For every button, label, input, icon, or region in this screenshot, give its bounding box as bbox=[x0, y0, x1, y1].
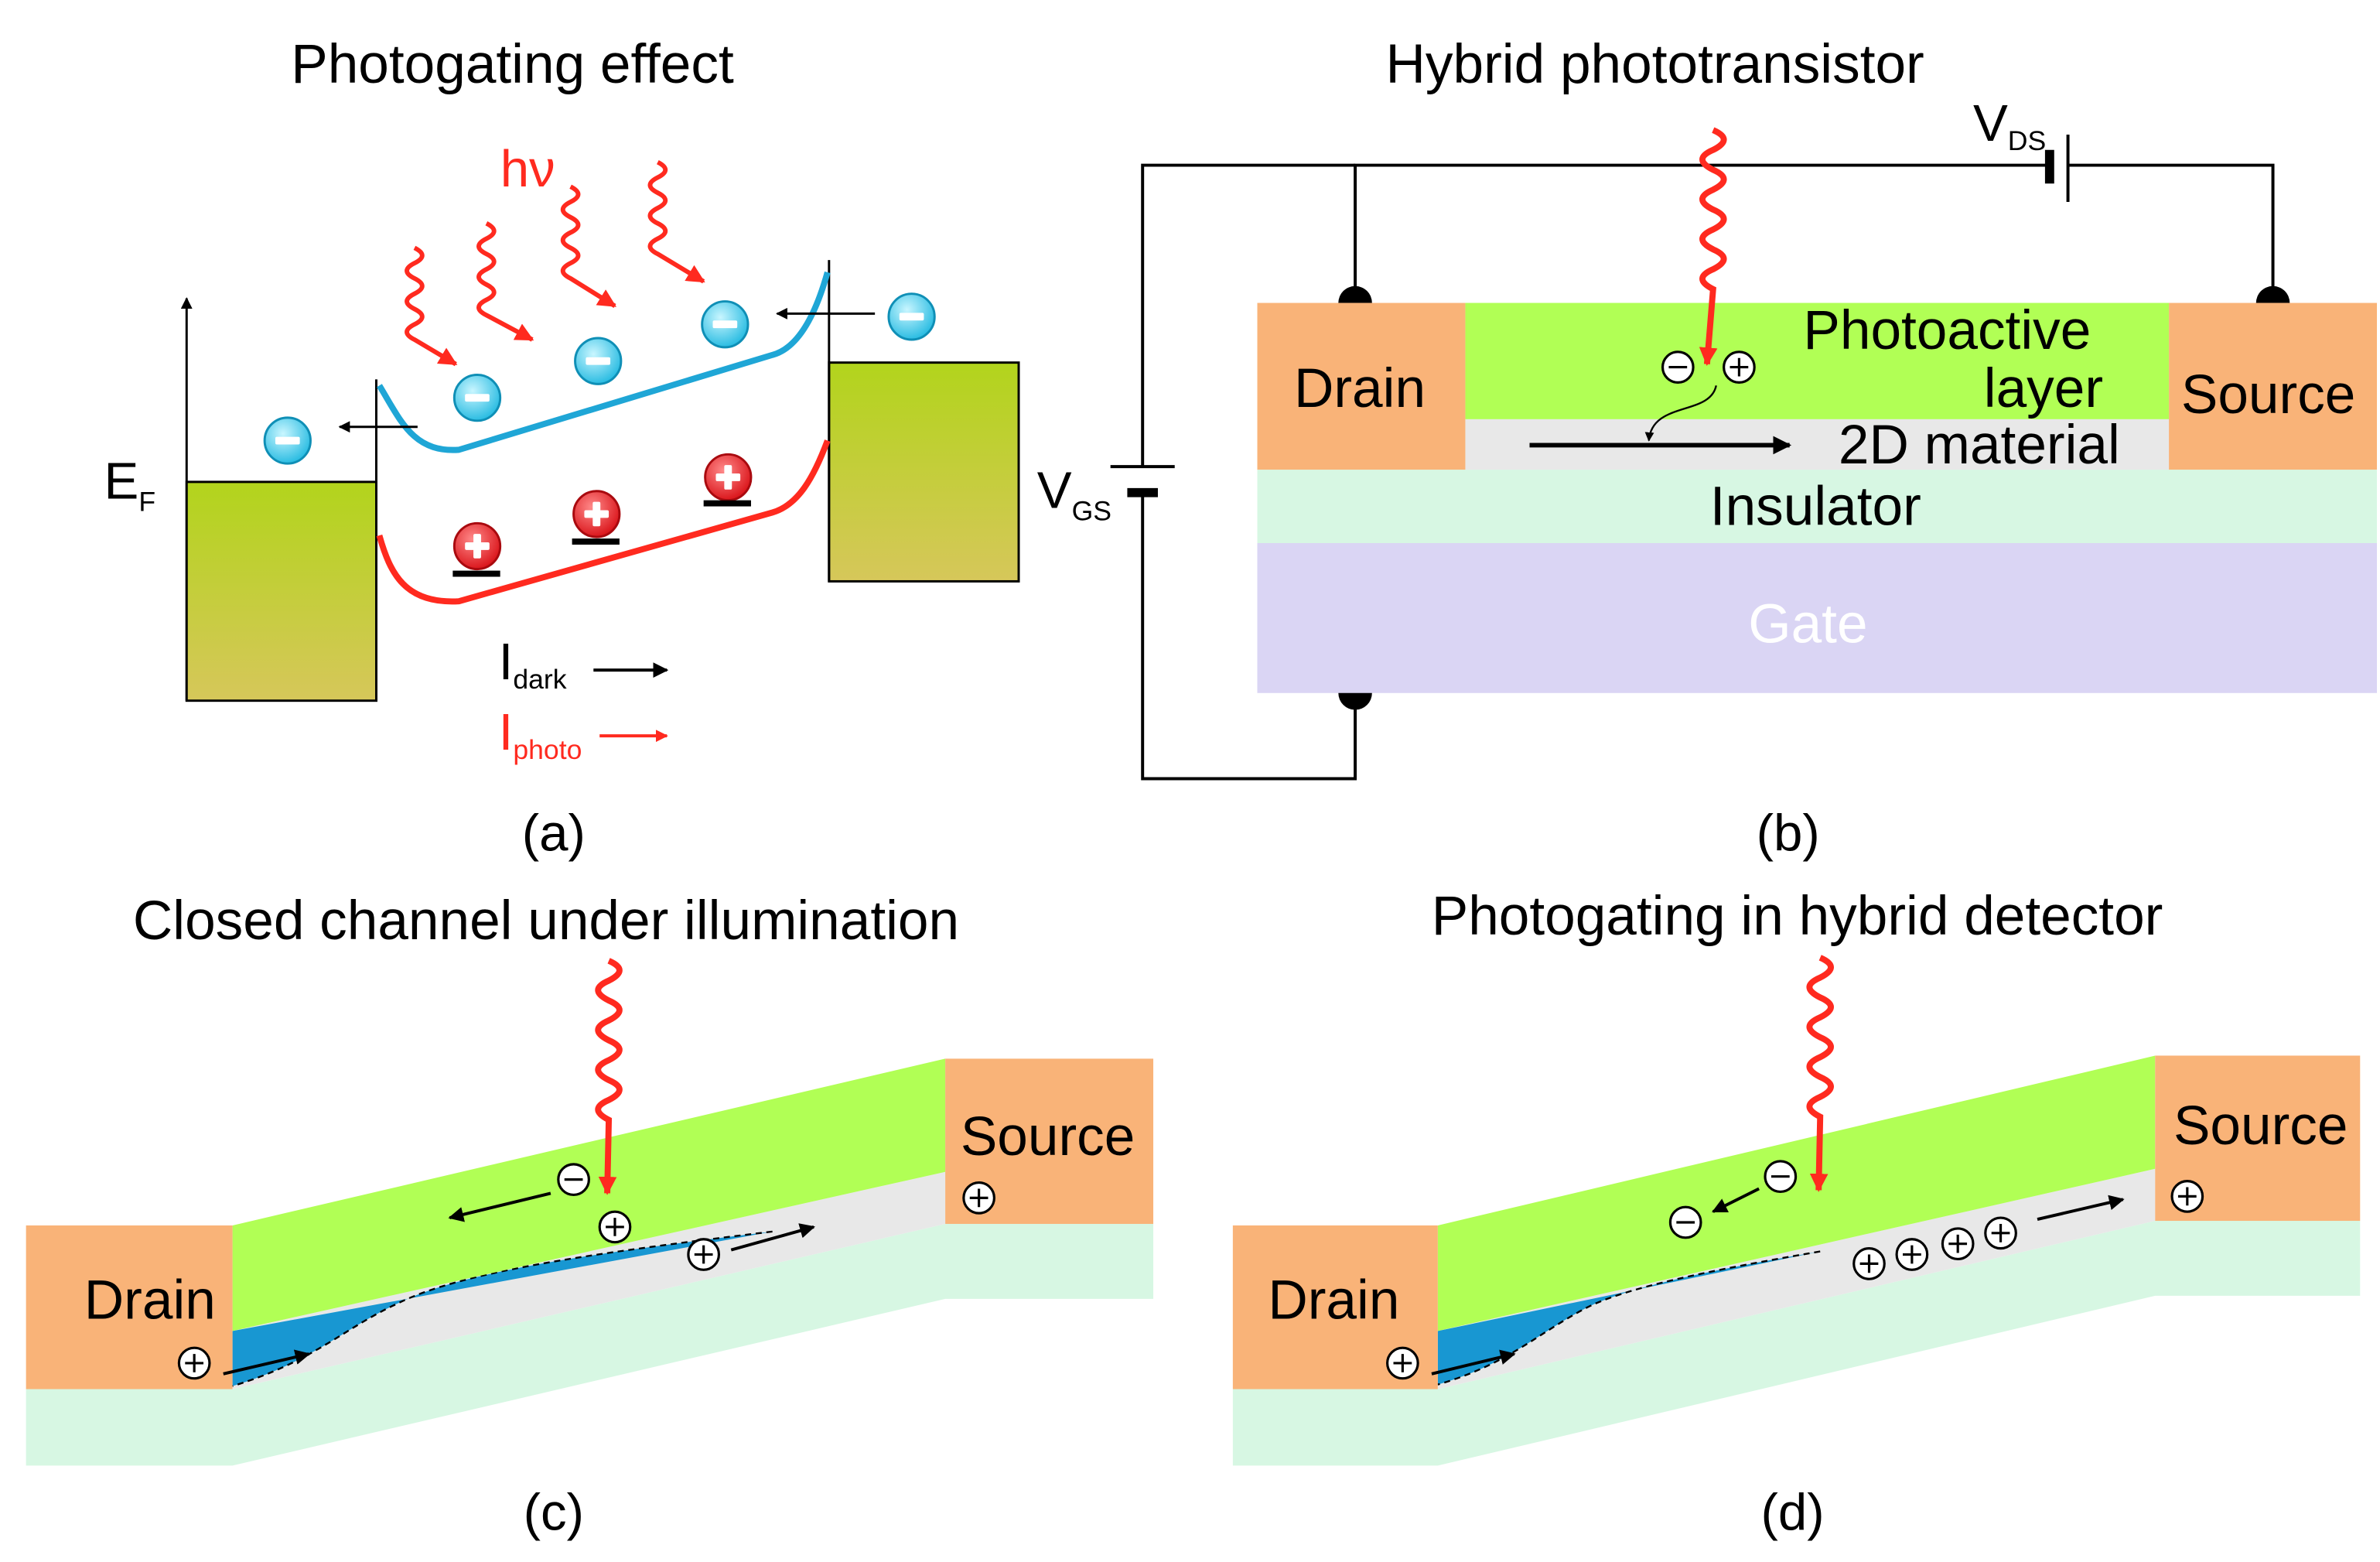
drain-node bbox=[1338, 285, 1372, 303]
source-label: Source bbox=[961, 1106, 1135, 1167]
drain-label: Drain bbox=[84, 1270, 216, 1331]
channel-layer bbox=[1437, 1168, 2156, 1389]
hole-icon bbox=[452, 521, 502, 571]
channel-layer bbox=[232, 1171, 946, 1389]
photon-wave bbox=[1699, 127, 1727, 367]
electron-symbol bbox=[1661, 350, 1695, 384]
photoactive-label-line2: layer bbox=[1984, 358, 2103, 419]
source-node bbox=[2255, 285, 2290, 303]
hole-symbol bbox=[2170, 1180, 2204, 1213]
depletion-region bbox=[1437, 1251, 1821, 1385]
trap-level bbox=[572, 538, 620, 545]
hole-symbol bbox=[1941, 1227, 1975, 1261]
source-label: Source bbox=[2173, 1095, 2348, 1157]
hole-drift-arrow bbox=[2037, 1195, 2125, 1221]
electron-icon bbox=[887, 292, 936, 341]
electron-icon bbox=[574, 337, 623, 385]
electron-icon bbox=[263, 416, 312, 465]
2d-material-label: 2D material bbox=[1839, 415, 2120, 476]
panel-c-title: Closed channel under illumination bbox=[133, 890, 959, 952]
electron-drift-arrow bbox=[448, 1191, 551, 1222]
insulator-band bbox=[1232, 1221, 2361, 1466]
hole-icon bbox=[572, 490, 621, 538]
hole-drift-arrow bbox=[730, 1223, 815, 1252]
photoactive-layer bbox=[1437, 1055, 2156, 1331]
trap-level bbox=[703, 500, 751, 507]
gate-label: Gate bbox=[1748, 594, 1867, 655]
photon-wave bbox=[595, 958, 623, 1195]
photoactive-label-line1: Photoactive bbox=[1803, 300, 2091, 361]
right-bulk bbox=[828, 361, 1020, 583]
photon-wave bbox=[476, 221, 534, 342]
electron-drift-arrow bbox=[1712, 1187, 1760, 1213]
hole-symbol bbox=[1852, 1247, 1886, 1280]
panel-d: Photogating in hybrid detector Drain Sou… bbox=[1232, 886, 2361, 1541]
panel-d-caption: (d) bbox=[1761, 1483, 1825, 1541]
drain-injection-arrow bbox=[223, 1349, 311, 1376]
source-contact bbox=[2169, 302, 2378, 470]
electron-symbol bbox=[1668, 1205, 1702, 1239]
iphoto-label: Iphoto bbox=[499, 703, 582, 765]
panel-b-caption: (b) bbox=[1757, 804, 1820, 862]
hole-symbol bbox=[1723, 350, 1756, 384]
insulator-band bbox=[26, 1223, 1154, 1466]
source-label: Source bbox=[2181, 364, 2356, 426]
valence-band bbox=[376, 439, 831, 605]
vgs-label: VGS bbox=[1037, 462, 1111, 527]
panel-a-title: Photogating effect bbox=[291, 34, 734, 95]
hole-symbol bbox=[687, 1238, 721, 1271]
vgs-wire-top bbox=[1141, 163, 1356, 467]
hole-symbol bbox=[177, 1346, 211, 1380]
hole-symbol bbox=[1984, 1216, 2017, 1250]
drain-injection-arrow bbox=[1431, 1349, 1516, 1376]
fermi-label: EF bbox=[104, 453, 155, 518]
insulator-label: Insulator bbox=[1710, 476, 1921, 537]
insulator-layer bbox=[1257, 470, 2378, 544]
panel-d-title: Photogating in hybrid detector bbox=[1432, 886, 2163, 947]
vgs-wire-bottom bbox=[1141, 492, 1357, 781]
idark-label: Idark bbox=[499, 633, 567, 695]
electron-icon bbox=[452, 373, 502, 422]
electron-icon bbox=[701, 300, 750, 349]
hole-symbol bbox=[1386, 1346, 1419, 1380]
drain-label: Drain bbox=[1268, 1270, 1399, 1331]
photon-wave bbox=[560, 184, 616, 309]
vds-label: VDS bbox=[1973, 94, 2046, 156]
drain-label: Drain bbox=[1294, 358, 1426, 419]
photoactive-layer bbox=[232, 1058, 946, 1331]
gate-node bbox=[1338, 692, 1372, 710]
photon-wave bbox=[405, 245, 458, 367]
vds-wire bbox=[1354, 163, 2275, 294]
panel-c: Closed channel under illumination Drain … bbox=[26, 890, 1154, 1541]
photon-wave bbox=[647, 159, 705, 284]
hole-symbol bbox=[962, 1181, 995, 1215]
electron-symbol bbox=[1764, 1160, 1798, 1194]
electron-symbol bbox=[557, 1163, 590, 1196]
photon-arrows bbox=[405, 159, 705, 367]
trap-level bbox=[452, 570, 500, 577]
panel-a: Photogating effect EF hν bbox=[104, 34, 1020, 862]
hole-transfer-arrow bbox=[1644, 385, 1717, 442]
hole-symbol bbox=[598, 1210, 632, 1244]
drain-contact bbox=[1257, 302, 1466, 470]
panel-b: Hybrid phototransistor VDS VGS Gate Insu… bbox=[1037, 34, 2378, 862]
hole-icon bbox=[704, 453, 753, 502]
left-bulk bbox=[185, 480, 377, 702]
gate-layer bbox=[1257, 543, 2378, 693]
panel-c-caption: (c) bbox=[524, 1483, 584, 1541]
depletion-boundary bbox=[1437, 1250, 1821, 1386]
panel-a-caption: (a) bbox=[522, 804, 586, 862]
hole-symbol bbox=[1895, 1238, 1929, 1271]
photon-wave bbox=[1806, 955, 1834, 1192]
photoactive-layer bbox=[1465, 302, 2170, 419]
photon-label: hν bbox=[500, 140, 555, 198]
panel-b-title: Hybrid phototransistor bbox=[1386, 34, 1924, 95]
